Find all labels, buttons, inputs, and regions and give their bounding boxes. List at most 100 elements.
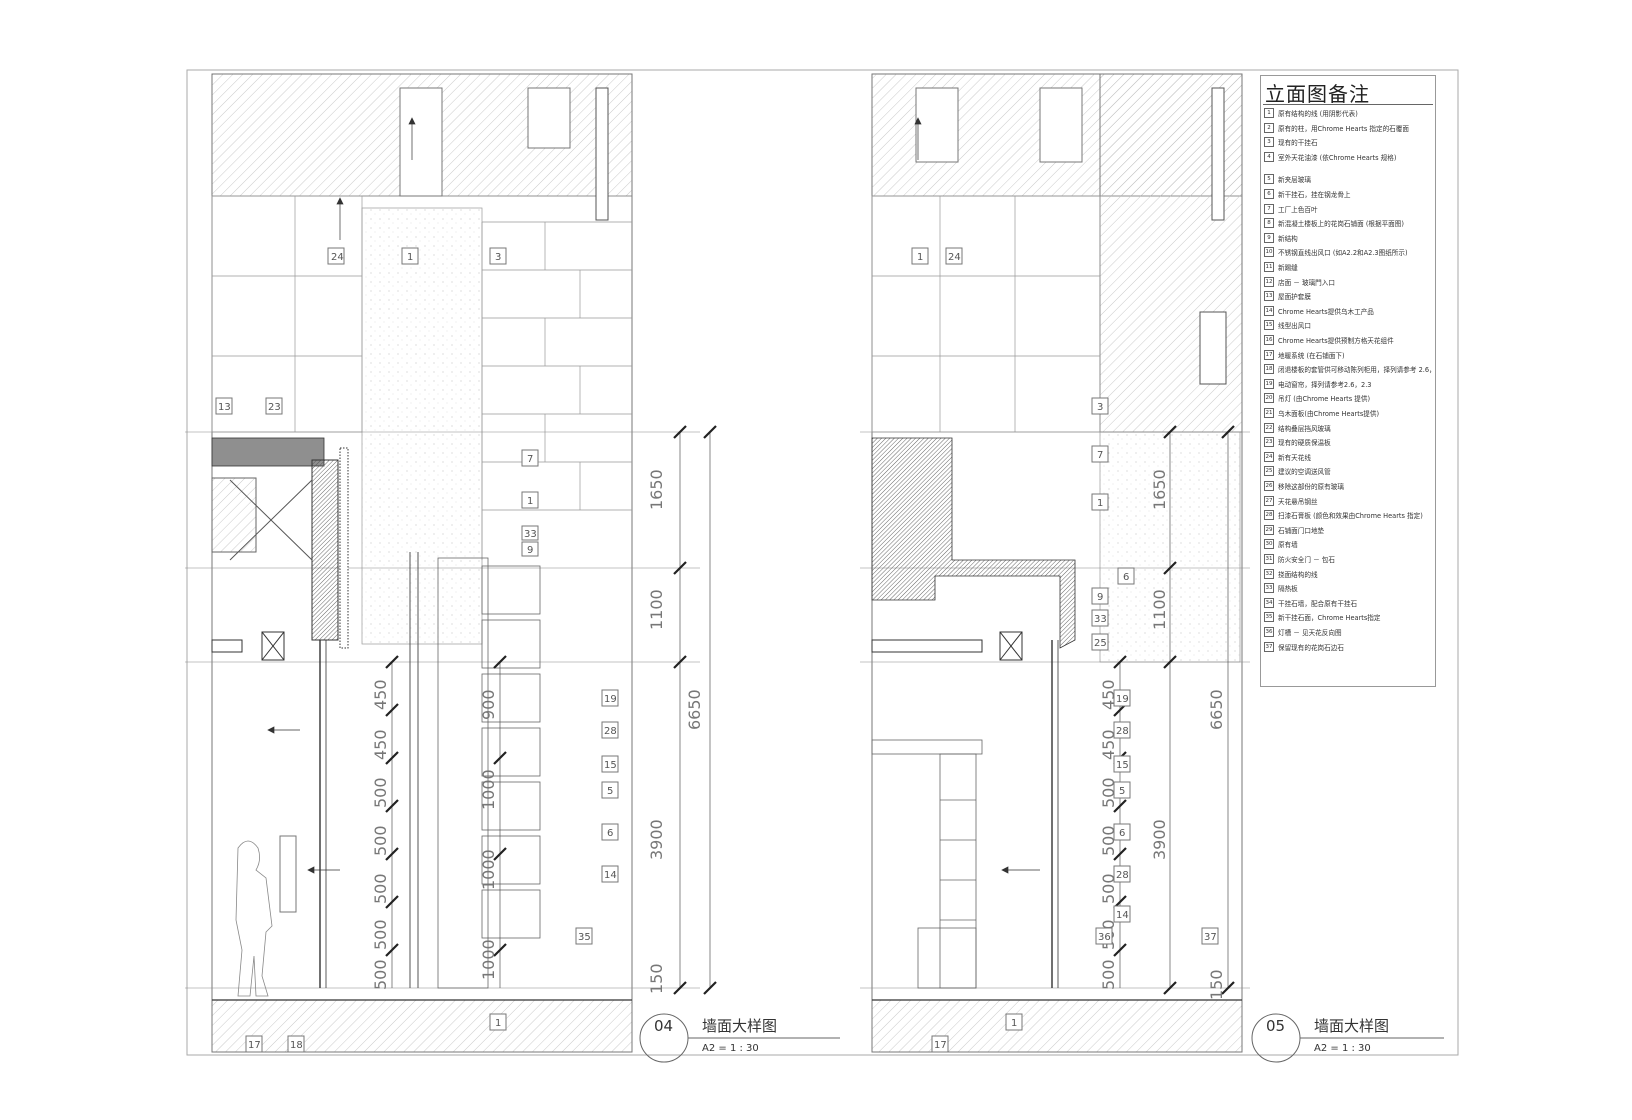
legend-item-text: 结构叠层挡风玻璃	[1278, 424, 1331, 433]
tag-05-3: 3	[1097, 402, 1103, 413]
legend-item: 35 新干挂石面，Chrome Hearts指定	[1264, 612, 1432, 626]
dim-04-panel-4: 1000	[479, 939, 498, 980]
legend-item-text: 扫漆石膏板 (颜色和效果由Chrome Hearts 指定)	[1278, 512, 1423, 521]
dim-04-inner-1: 450	[371, 679, 390, 710]
legend-item-number: 25	[1264, 466, 1274, 477]
legend-item-text: 防火安全门 － 包石	[1278, 556, 1335, 564]
legend-item: 22 结构叠层挡风玻璃	[1264, 422, 1432, 437]
legend-item-text: Chrome Hearts提供乌木工产品	[1278, 307, 1374, 316]
legend-item-text: 挠面结构的线	[1278, 570, 1318, 579]
legend-item-text: Chrome Hearts提供预制方格天花组件	[1278, 337, 1394, 345]
tag-05-1b: 1	[1097, 498, 1103, 509]
tag-04-33: 33	[524, 529, 537, 540]
legend-item: 15 线型出风口	[1264, 320, 1432, 334]
dim-04-inner-4: 500	[371, 825, 390, 856]
legend-item-text: 现有的干挂石	[1278, 139, 1318, 148]
legend-item-number: 22	[1264, 422, 1274, 433]
legend-item-number: 28	[1264, 510, 1274, 521]
dim-04-panel-2: 1000	[479, 769, 498, 810]
tag-04-5: 5	[607, 786, 613, 797]
legend-item-text: 隔热板	[1278, 585, 1298, 594]
legend-item-text: 新干挂石面，Chrome Hearts指定	[1278, 614, 1381, 623]
legend-item-number: 20	[1264, 393, 1274, 404]
title-04-scale: A2 = 1 : 30	[702, 1043, 759, 1054]
legend-item-number: 5	[1264, 174, 1274, 185]
legend-item-number: 12	[1264, 276, 1274, 287]
legend-item-text: 工厂上色百叶	[1278, 205, 1318, 214]
legend-item-text: 原有结构的线 (用阴影代表)	[1278, 110, 1358, 118]
title-block-05: 05 墙面大样图 A2 = 1 : 30	[1251, 1013, 1444, 1063]
tag-05-24: 24	[948, 252, 961, 263]
legend-item: 2 原有的柱，用Chrome Hearts 指定的石覆面	[1264, 122, 1432, 137]
legend-item-text: 新结构	[1278, 234, 1298, 243]
tag-05-28a: 28	[1116, 726, 1129, 737]
legend-item-number: 27	[1264, 495, 1274, 506]
legend-item-text: 乌木面板(由Chrome Hearts提供)	[1278, 410, 1380, 418]
legend-item-number: 18	[1264, 364, 1274, 375]
legend-item-text: 新踢缝	[1278, 264, 1298, 272]
tag-04-28: 28	[604, 726, 617, 737]
tag-05-6b: 6	[1119, 828, 1125, 839]
legend-item-text: 新有天花线	[1278, 453, 1311, 462]
tags-05: 1 24 3 7 1 6 9 33 25 19 28 15 5 6 28 14 …	[911, 247, 1219, 1053]
tag-04-14: 14	[604, 870, 617, 881]
legend-item-number: 30	[1264, 539, 1274, 550]
legend-item-number: 32	[1264, 568, 1274, 579]
tag-04-35: 35	[578, 932, 591, 943]
legend-item-number: 8	[1264, 218, 1274, 229]
legend-item-text: 新夹层玻璃	[1278, 176, 1311, 185]
legend-item: 27 天花悬吊钢丝	[1264, 495, 1432, 510]
dim-04-inner-3: 500	[371, 777, 390, 808]
tag-05-15: 15	[1116, 760, 1129, 771]
legend-item: 5 新夹层玻璃	[1264, 174, 1432, 188]
legend-item-text: 原有墙	[1278, 541, 1298, 550]
legend-item-text: 原有的柱，用Chrome Hearts 指定的石覆面	[1278, 124, 1409, 133]
dim-05-inner-4: 500	[1099, 825, 1118, 856]
legend-item: 30 原有墙	[1264, 539, 1432, 553]
display-shelf	[871, 739, 983, 989]
legend-item-text: 屋面护套膜	[1278, 293, 1311, 302]
stone-cladding-grid	[211, 195, 632, 645]
tag-04-3: 3	[495, 252, 501, 263]
tag-04-15: 15	[604, 760, 617, 771]
legend-item-number: 15	[1264, 320, 1274, 331]
dim-05-inner-7: 500	[1099, 959, 1118, 990]
legend-item-number: 17	[1264, 349, 1274, 360]
ground-slab-05	[871, 999, 1243, 1053]
legend-item: 17 地暖系统 (在石铺面下)	[1264, 349, 1432, 364]
legend-item-number: 10	[1264, 247, 1274, 258]
legend-item-text: 天花悬吊钢丝	[1278, 497, 1318, 506]
tag-05-25: 25	[1094, 638, 1107, 649]
legend-item-text: 地暖系统 (在石铺面下)	[1278, 351, 1345, 360]
dimensions-04: 1650 1100 6650 3900 150 450 450 500 500 …	[371, 469, 704, 994]
dim-04-inner-7: 500	[371, 959, 390, 990]
dim-05-inner-1: 450	[1099, 679, 1118, 710]
legend-item-number: 35	[1264, 612, 1274, 623]
tag-05-33: 33	[1094, 614, 1107, 625]
tag-04-13: 13	[218, 402, 231, 413]
legend-item-text: 新干挂石，挂在钢龙骨上	[1278, 191, 1351, 199]
legend-item-number: 2	[1264, 122, 1274, 133]
person-silhouette	[235, 840, 273, 997]
dim-05-inner-2: 450	[1099, 729, 1118, 760]
dim-04-panel-3: 1000	[479, 849, 498, 890]
legend-item-text: 室外天花油漆 (依Chrome Hearts 规格)	[1278, 153, 1397, 162]
tag-05-17: 17	[934, 1040, 947, 1051]
legend-item-text: 线型出风口	[1278, 322, 1311, 331]
